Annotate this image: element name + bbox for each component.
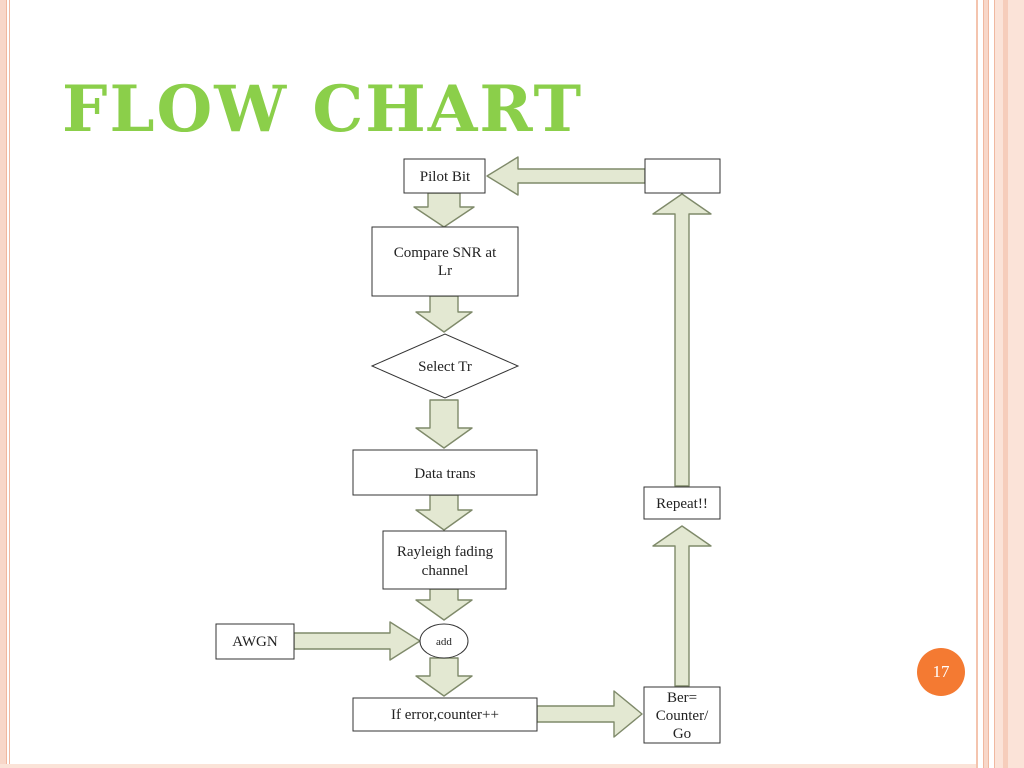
node-rayleigh-line2: channel bbox=[422, 563, 469, 579]
node-awgn-label: AWGN bbox=[232, 634, 278, 650]
node-compare-snr-line1: Compare SNR at bbox=[394, 245, 497, 261]
node-select-tr: Select Tr bbox=[370, 333, 520, 399]
node-select-tr-label: Select Tr bbox=[418, 359, 472, 375]
node-rayleigh-line1: Rayleigh fading bbox=[397, 544, 494, 560]
node-ber-line1: Ber= bbox=[667, 690, 697, 706]
arrow-data-to-rayleigh bbox=[415, 494, 473, 531]
arrow-repeat-to-loopbox bbox=[652, 193, 712, 487]
node-data-trans-label: Data trans bbox=[414, 466, 475, 482]
arrow-iferror-to-ber bbox=[536, 690, 643, 738]
arrow-compare-to-select bbox=[415, 295, 473, 333]
right-frame-panel bbox=[994, 0, 1024, 768]
right-frame-accent bbox=[1003, 0, 1008, 768]
node-data-trans: Data trans bbox=[352, 449, 538, 496]
arrow-rayleigh-to-add bbox=[415, 588, 473, 621]
node-if-error-label: If error,counter++ bbox=[391, 707, 499, 723]
node-rayleigh-channel: Rayleigh fading channel bbox=[382, 530, 507, 590]
node-repeat: Repeat!! bbox=[643, 486, 721, 520]
left-frame-border bbox=[0, 0, 7, 768]
node-ber-line3: Go bbox=[673, 726, 691, 742]
arrow-ber-to-repeat bbox=[652, 525, 712, 687]
right-frame-strip bbox=[983, 0, 989, 768]
node-add-label: add bbox=[436, 636, 452, 648]
slide-title: FLOW CHART bbox=[62, 72, 584, 147]
node-if-error: If error,counter++ bbox=[352, 697, 538, 732]
arrow-pilot-to-compare bbox=[413, 192, 475, 228]
node-loop-box bbox=[644, 158, 721, 194]
node-add: add bbox=[419, 623, 469, 659]
node-pilot-bit-label: Pilot Bit bbox=[420, 169, 471, 185]
node-compare-snr-line2: Lr bbox=[438, 263, 452, 279]
arrow-loopbox-to-pilot bbox=[486, 156, 646, 196]
node-ber: Ber= Counter/ Go bbox=[643, 686, 721, 744]
node-ber-line2: Counter/ bbox=[656, 708, 709, 724]
bottom-frame-border bbox=[0, 764, 976, 768]
page-number-badge: 17 bbox=[917, 648, 965, 696]
arrow-add-to-iferror bbox=[415, 657, 473, 697]
left-frame-line bbox=[9, 0, 10, 768]
arrow-select-to-data bbox=[415, 399, 473, 449]
node-repeat-label: Repeat!! bbox=[656, 496, 708, 512]
node-pilot-bit: Pilot Bit bbox=[403, 158, 486, 194]
right-frame-line bbox=[976, 0, 978, 768]
node-compare-snr: Compare SNR at Lr bbox=[371, 226, 519, 297]
node-awgn: AWGN bbox=[215, 623, 295, 660]
arrow-awgn-to-add bbox=[293, 621, 421, 661]
